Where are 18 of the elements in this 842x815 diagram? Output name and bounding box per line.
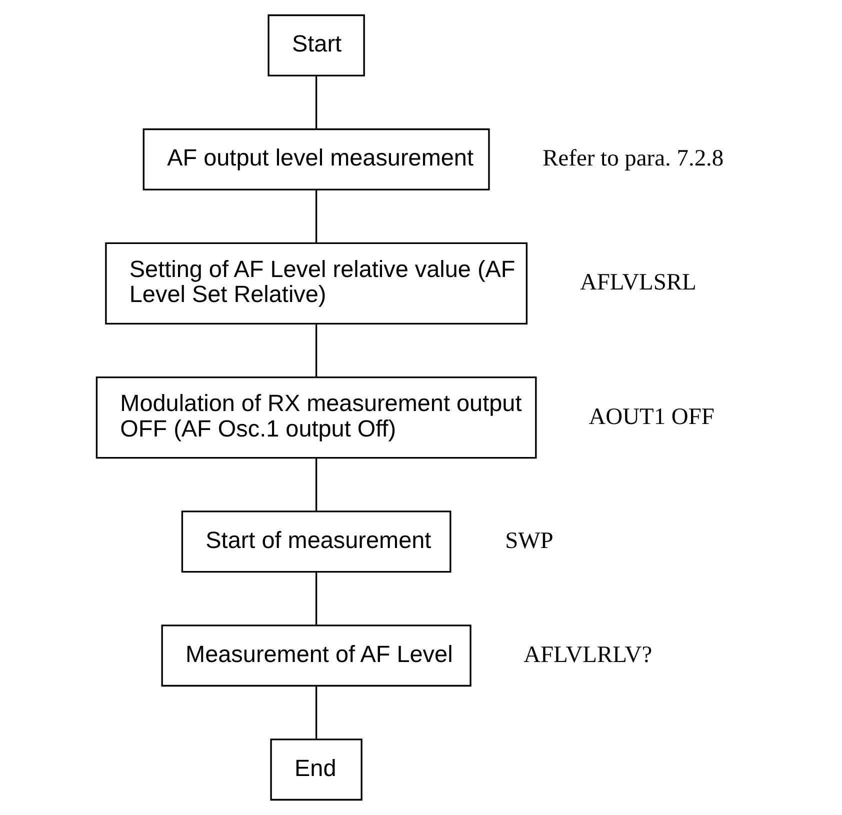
connector xyxy=(314,324,317,378)
node-label: AOUT1 OFF xyxy=(588,404,714,430)
node-box: Setting of AF Level relative value (AF Level Set Relative) xyxy=(104,242,528,325)
node-box: Start xyxy=(267,14,364,76)
connector xyxy=(314,686,317,739)
node-label: AFLVLSRL xyxy=(579,270,696,296)
node-label: SWP xyxy=(504,528,553,554)
node-box: End xyxy=(270,738,362,801)
connector xyxy=(314,458,317,511)
node-box: Measurement of AF Level xyxy=(160,624,471,687)
node-box: AF output level measurement xyxy=(142,128,490,190)
node-box: Modulation of RX measurement output OFF (AF Osc.1 output Off) xyxy=(95,376,536,459)
connector xyxy=(314,76,317,128)
node-label: AFLVLRLV? xyxy=(523,642,652,668)
connector xyxy=(314,190,317,243)
node-label: Refer to para. 7.2.8 xyxy=(542,146,724,172)
connector xyxy=(314,572,317,625)
node-box: Start of measurement xyxy=(180,510,451,573)
